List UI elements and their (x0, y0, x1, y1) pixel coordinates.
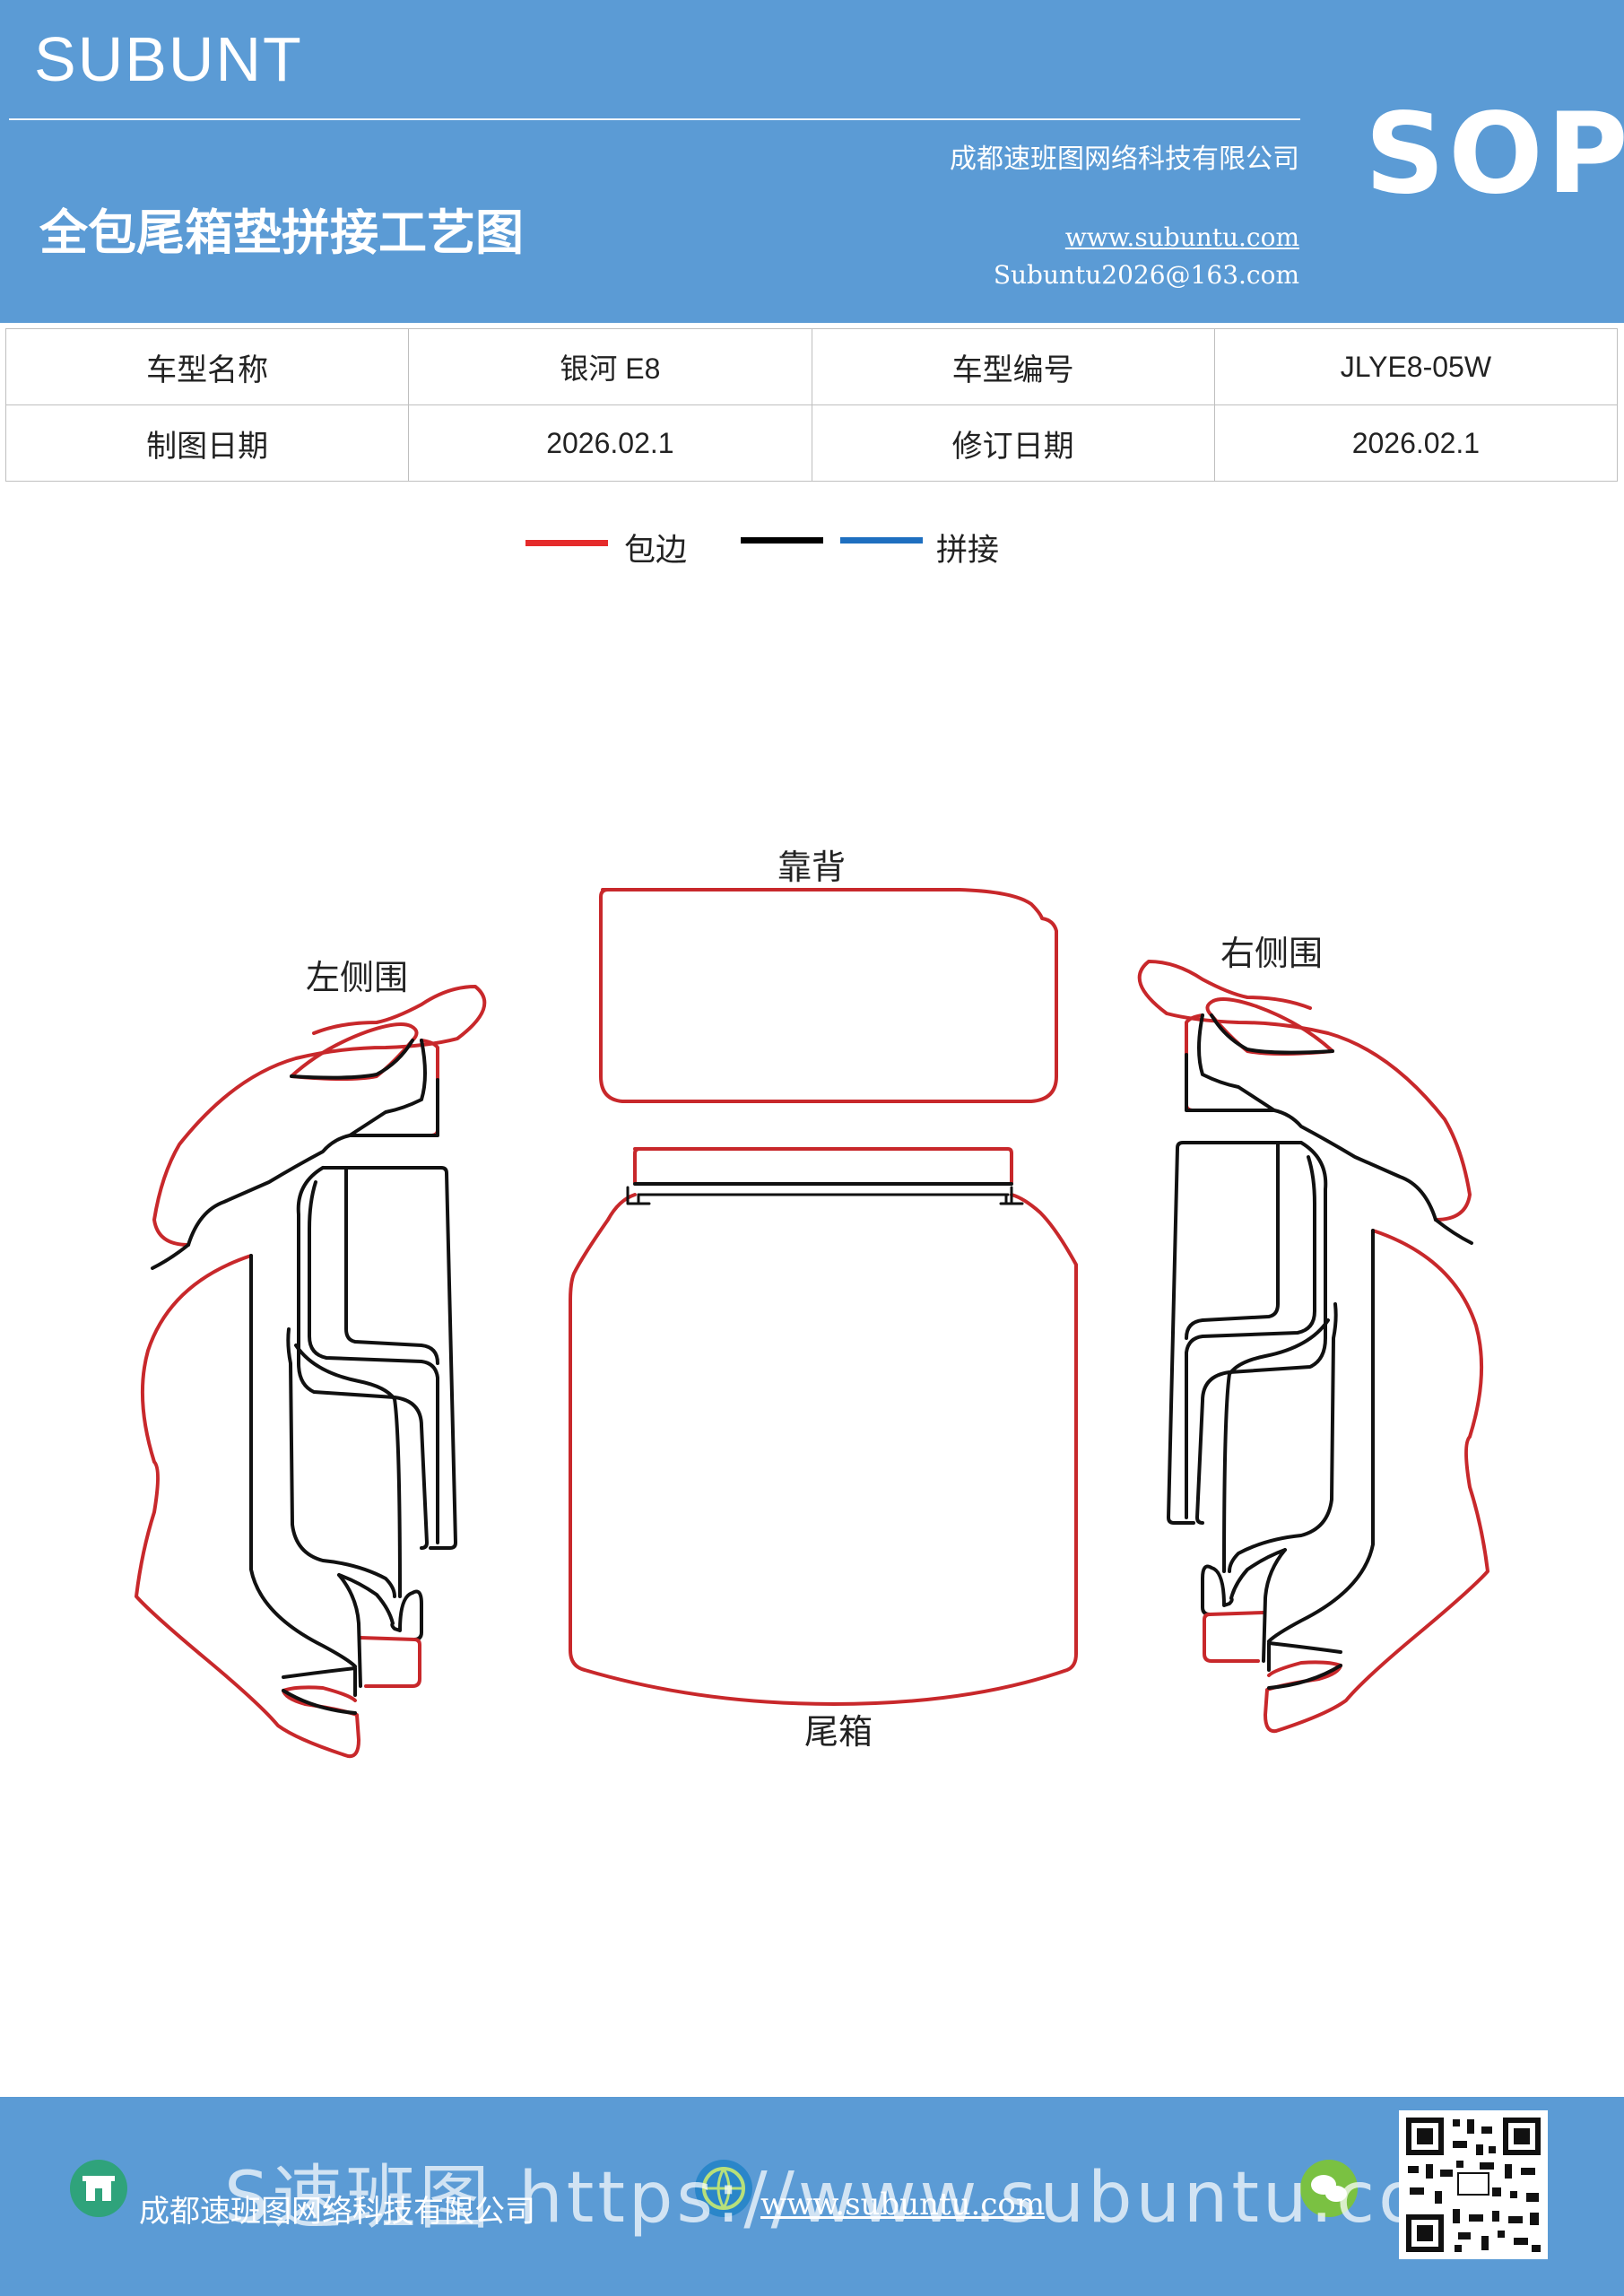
right-side-group (1137, 960, 1489, 1734)
contact-email[interactable]: Subuntu2026@163.com (993, 260, 1299, 290)
footer-website-link[interactable]: www.subuntu.com (760, 2187, 1046, 2222)
draw-date-value: 2026.02.1 (408, 404, 812, 482)
right-side-upper-inner (1185, 1013, 1437, 1222)
qr-code[interactable] (1399, 2110, 1548, 2259)
legend-swatch-black (741, 537, 823, 544)
footer-banner: 成都速班图网络科技有限公司 www.subuntu.com S速班图 https… (0, 2097, 1624, 2296)
sop-badge: SOP (1365, 90, 1624, 219)
header-banner: SUBUNT 成都速班图网络科技有限公司 全包尾箱垫拼接工艺图 www.subu… (0, 0, 1624, 323)
left-side-upper-inner (187, 1039, 439, 1247)
trunk-label: 尾箱 (804, 1712, 873, 1752)
legend: 包边 拼接 (0, 525, 1624, 578)
backrest-panel (599, 888, 1058, 1103)
brand-name: SUBUNT (34, 24, 303, 94)
left-side-top-flap (290, 1022, 419, 1081)
left-side-bottom-piece (337, 1573, 423, 1641)
trunk-main-panel (569, 1193, 1078, 1706)
trunk-top-strip (633, 1147, 1013, 1184)
legend-label-edge: 包边 (624, 533, 688, 569)
right-side-label: 右侧围 (1220, 934, 1323, 973)
left-side-bottom-tab (359, 1636, 421, 1688)
backrest-label: 靠背 (777, 848, 846, 887)
right-side-top-flap (1205, 997, 1334, 1056)
header-divider (9, 118, 1300, 120)
model-name-value: 银河 E8 (408, 328, 812, 405)
revise-date-label: 修订日期 (811, 404, 1215, 482)
globe-icon (695, 2160, 752, 2217)
right-side-foot-seam (1267, 1641, 1342, 1690)
trunk-mat-diagram: 靠背 左侧围 右侧围 尾箱 (135, 848, 1489, 1759)
left-side-top-flap-inner (290, 1039, 414, 1080)
model-code-label: 车型编号 (811, 328, 1215, 405)
right-side-bottom-tab (1203, 1611, 1265, 1663)
footer-company-name: 成都速班图网络科技有限公司 (139, 2194, 535, 2230)
right-side-bottom-tab-seam (1262, 1548, 1287, 1663)
model-name-label: 车型名称 (4, 328, 410, 405)
draw-date-label: 制图日期 (4, 404, 410, 482)
right-side-bottom-piece (1201, 1548, 1287, 1616)
website-link[interactable]: www.subuntu.com (1064, 222, 1299, 252)
legend-label-seam: 拼接 (936, 533, 1000, 569)
left-side-outer-edge (135, 985, 487, 1759)
model-code-value: JLYE8-05W (1213, 328, 1619, 405)
trunk-stop-mark-left (626, 1186, 651, 1205)
table-row: 制图日期 2026.02.1 修订日期 2026.02.1 (4, 404, 1619, 482)
document-title: 全包尾箱垫拼接工艺图 (39, 204, 524, 261)
left-side-bottom-tab-seam (337, 1573, 362, 1688)
right-side-seam-main (1167, 1141, 1473, 1643)
vehicle-info-table: 车型名称 银河 E8 车型编号 JLYE8-05W 制图日期 2026.02.1… (4, 328, 1619, 482)
right-side-foot-piece (1267, 1660, 1342, 1677)
table-row: 车型名称 银河 E8 车型编号 JLYE8-05W (4, 328, 1619, 405)
right-side-top-flap-inner (1210, 1013, 1334, 1055)
company-icon (70, 2160, 127, 2217)
wechat-icon (1300, 2160, 1358, 2217)
left-side-seam-main (151, 1166, 457, 1668)
footer-watermark: S速班图 https://www.subuntu.com (224, 2158, 1497, 2239)
company-name: 成都速班图网络科技有限公司 (950, 144, 1299, 175)
left-side-label: 左侧围 (306, 958, 408, 997)
legend-swatch-seam (840, 537, 923, 544)
left-side-foot-seam (282, 1666, 357, 1715)
legend-swatch-edge (525, 540, 608, 546)
revise-date-value: 2026.02.1 (1213, 404, 1619, 482)
left-side-foot-piece (282, 1685, 357, 1702)
trunk-stop-mark-right (999, 1186, 1024, 1205)
right-side-outer-edge (1137, 960, 1489, 1734)
